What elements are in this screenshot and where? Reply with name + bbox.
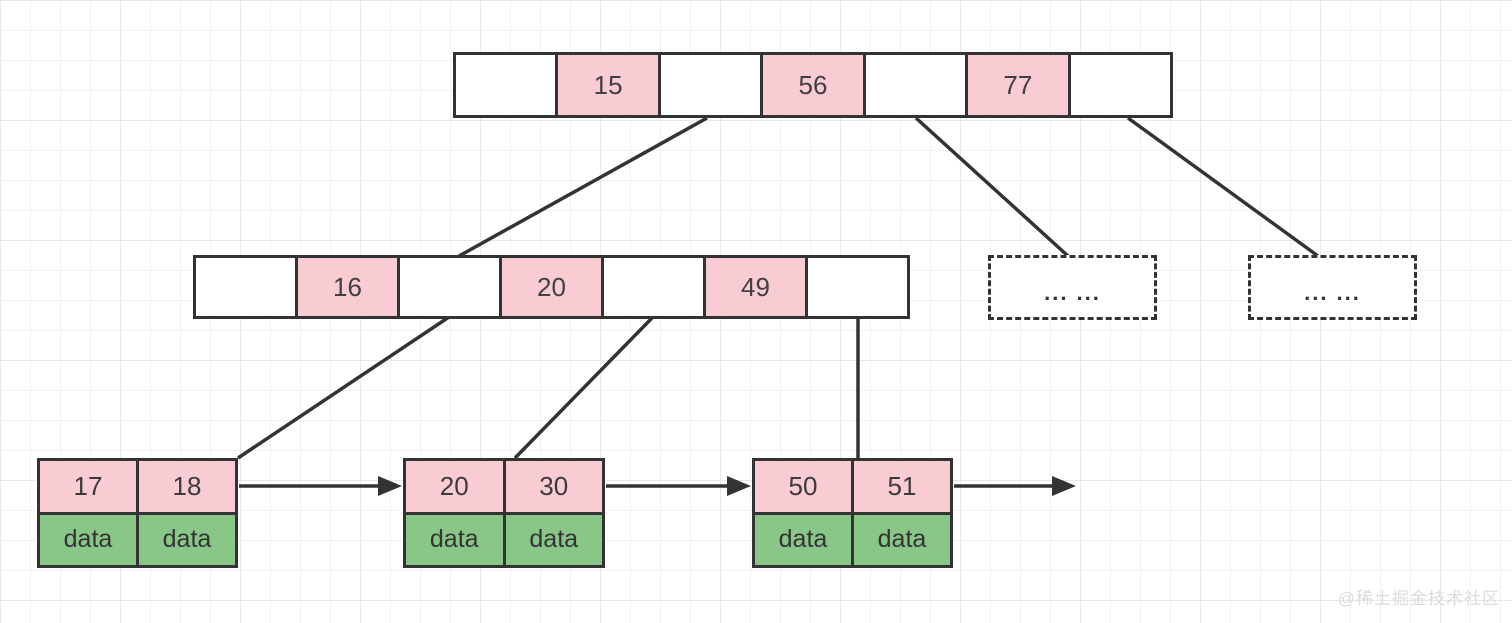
dashed-node-1: ... ... — [988, 255, 1157, 320]
leaf-1-data-row: data data — [40, 514, 235, 565]
leaf-2-key-cell-0: 20 — [406, 461, 506, 512]
root-cell-3: 56 — [763, 55, 866, 115]
root-cell-5: 77 — [968, 55, 1071, 115]
leaf-2-data-row: data data — [406, 514, 602, 565]
internal-cell-2 — [400, 258, 502, 316]
leaf-3-data-cell-1: data — [854, 514, 950, 565]
edge-root-to-dashed-1 — [914, 116, 1070, 258]
leaf-3-data-row: data data — [755, 514, 950, 565]
leaf-1-data-cell-1: data — [139, 514, 235, 565]
root-node: 15 56 77 — [453, 52, 1173, 118]
edge-root-to-dashed-2 — [1126, 116, 1320, 258]
watermark: @稀土掘金技术社区 — [1337, 589, 1500, 608]
leaf-node-2: 20 30 data data — [403, 458, 605, 568]
root-cell-4 — [866, 55, 969, 115]
root-cell-0 — [456, 55, 559, 115]
internal-cell-5: 49 — [706, 258, 808, 316]
leaf-1-key-cell-1: 18 — [139, 461, 235, 512]
leaf-2-data-cell-1: data — [505, 514, 602, 565]
leaf-link-arrowhead-2 — [727, 476, 751, 496]
internal-cell-1: 16 — [298, 258, 400, 316]
internal-cell-4 — [604, 258, 706, 316]
root-cell-1: 15 — [558, 55, 661, 115]
leaf-1-key-cell-0: 17 — [40, 461, 139, 512]
edge-root-to-internal — [458, 116, 708, 258]
internal-cell-6 — [808, 258, 907, 316]
dashed-node-2: ... ... — [1248, 255, 1417, 320]
leaf-2-key-row: 20 30 — [406, 461, 602, 515]
leaf-link-arrowhead-1 — [378, 476, 402, 496]
edge-internal-to-leaf-2 — [513, 315, 655, 460]
leaf-1-data-cell-0: data — [40, 514, 139, 565]
root-cell-2 — [661, 55, 764, 115]
leaf-1-key-row: 17 18 — [40, 461, 235, 515]
leaf-node-1: 17 18 data data — [37, 458, 238, 568]
leaf-2-data-cell-0: data — [406, 514, 506, 565]
leaf-node-3: 50 51 data data — [752, 458, 953, 568]
internal-node: 16 20 49 — [193, 255, 910, 319]
leaf-3-key-cell-0: 50 — [755, 461, 854, 512]
internal-cell-0 — [196, 258, 298, 316]
leaf-link-arrowhead-3 — [1052, 476, 1076, 496]
ellipsis-label-2: ... ... — [1304, 279, 1361, 305]
leaf-3-key-cell-1: 51 — [854, 461, 950, 512]
ellipsis-label-1: ... ... — [1044, 279, 1101, 305]
leaf-3-key-row: 50 51 — [755, 461, 950, 515]
internal-cell-3: 20 — [502, 258, 604, 316]
leaf-2-key-cell-1: 30 — [505, 461, 602, 512]
edge-internal-to-leaf-1 — [237, 315, 450, 460]
leaf-3-data-cell-0: data — [755, 514, 854, 565]
root-cell-6 — [1071, 55, 1170, 115]
